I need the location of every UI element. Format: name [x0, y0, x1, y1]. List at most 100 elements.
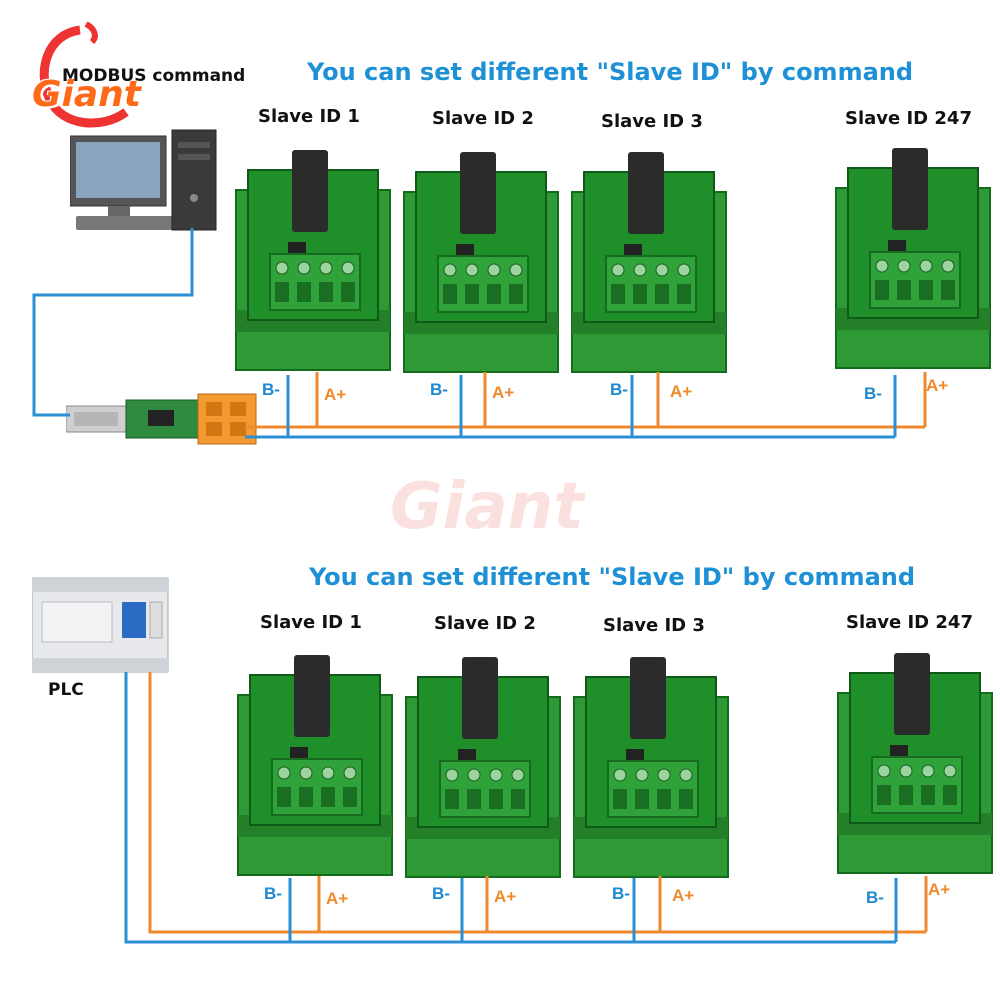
desktop-computer-icon: [70, 128, 220, 238]
terminal-slot: [897, 280, 911, 300]
ic-chip: [458, 749, 476, 763]
terminal-slot: [899, 785, 913, 805]
terminal-screw: [489, 768, 503, 782]
top-a-plus-label: A+: [926, 376, 949, 395]
terminal-screw: [465, 263, 479, 277]
terminal-slot: [445, 789, 459, 809]
terminal-screw: [341, 261, 355, 275]
bottom-slave-id-label: Slave ID 247: [846, 612, 973, 633]
current-sensor-coil: [894, 653, 930, 735]
usb-rs485-adapter-icon: [66, 392, 262, 446]
terminal-slot: [677, 284, 691, 304]
terminal-screw: [899, 764, 913, 778]
terminal-slot: [657, 789, 671, 809]
top-b-minus-label: B-: [864, 384, 882, 403]
terminal-screw: [635, 768, 649, 782]
top-a-plus-label: A+: [670, 382, 693, 401]
top-slave-id-label: Slave ID 3: [601, 111, 703, 132]
terminal-screw: [655, 263, 669, 277]
logo-text: Giant: [32, 74, 142, 115]
bottom-b-minus-label: B-: [264, 884, 282, 903]
terminal-slot: [613, 789, 627, 809]
terminal-slot: [511, 789, 525, 809]
terminal-screw: [679, 768, 693, 782]
current-sensor-coil: [460, 152, 496, 234]
terminal-screw: [875, 259, 889, 273]
terminal-slot: [635, 789, 649, 809]
terminal-screw: [657, 768, 671, 782]
bottom-master-label: PLC: [48, 680, 84, 700]
bottom-slave-id-label: Slave ID 2: [434, 613, 536, 634]
terminal-slot: [487, 284, 501, 304]
bottom-slave-id-label: Slave ID 3: [603, 615, 705, 636]
ic-chip: [288, 242, 306, 256]
brand-logo: Giant: [28, 22, 158, 132]
terminal-screw: [611, 263, 625, 277]
terminal-slot: [489, 789, 503, 809]
terminal-slot: [443, 284, 457, 304]
terminal-screw: [467, 768, 481, 782]
watermark: Giant: [390, 470, 584, 544]
top-slave-id-label: Slave ID 247: [845, 108, 972, 129]
terminal-slot: [509, 284, 523, 304]
terminal-slot: [655, 284, 669, 304]
current-sensor-coil: [628, 152, 664, 234]
terminal-slot: [943, 785, 957, 805]
terminal-screw: [275, 261, 289, 275]
bottom-a-bus-wire: [148, 672, 926, 934]
terminal-slot: [297, 282, 311, 302]
terminal-screw: [897, 259, 911, 273]
top-master-link-wire: [32, 228, 194, 417]
terminal-slot: [679, 789, 693, 809]
terminal-slot: [277, 787, 291, 807]
terminal-screw: [941, 259, 955, 273]
terminal-slot: [941, 280, 955, 300]
bottom-a-plus-label: A+: [326, 889, 349, 908]
terminal-slot: [465, 284, 479, 304]
top-slave-id-label: Slave ID 2: [432, 108, 534, 129]
terminal-slot: [321, 787, 335, 807]
terminal-slot: [919, 280, 933, 300]
bottom-title: You can set different "Slave ID" by comm…: [308, 563, 916, 591]
bottom-b-bus-wire: [124, 672, 896, 944]
terminal-slot: [275, 282, 289, 302]
ic-chip: [456, 244, 474, 258]
bottom-a-plus-label: A+: [494, 887, 517, 906]
terminal-screw: [921, 764, 935, 778]
terminal-slot: [611, 284, 625, 304]
terminal-screw: [321, 766, 335, 780]
terminal-screw: [943, 764, 957, 778]
terminal-slot: [875, 280, 889, 300]
terminal-screw: [877, 764, 891, 778]
terminal-slot: [299, 787, 313, 807]
bottom-b-minus-label: B-: [432, 884, 450, 903]
terminal-screw: [511, 768, 525, 782]
bottom-a-plus-label: A+: [672, 886, 695, 905]
ic-chip: [890, 745, 908, 759]
ic-chip: [290, 747, 308, 761]
current-sensor-coil: [892, 148, 928, 230]
terminal-screw: [277, 766, 291, 780]
plc-icon: [32, 572, 172, 676]
top-b-minus-label: B-: [430, 380, 448, 399]
terminal-screw: [299, 766, 313, 780]
terminal-screw: [677, 263, 691, 277]
top-title: You can set different "Slave ID" by comm…: [306, 58, 914, 86]
terminal-slot: [343, 787, 357, 807]
terminal-screw: [633, 263, 647, 277]
terminal-slot: [467, 789, 481, 809]
terminal-slot: [319, 282, 333, 302]
terminal-slot: [341, 282, 355, 302]
top-slave-id-label: Slave ID 1: [258, 106, 360, 127]
top-b-minus-label: B-: [610, 380, 628, 399]
top-master-label: MODBUS command: [62, 66, 246, 86]
terminal-screw: [487, 263, 501, 277]
terminal-screw: [613, 768, 627, 782]
bottom-a-plus-label: A+: [928, 880, 951, 899]
bottom-slave-id-label: Slave ID 1: [260, 612, 362, 633]
top-a-plus-label: A+: [492, 383, 515, 402]
top-a-plus-label: A+: [324, 385, 347, 404]
terminal-slot: [633, 284, 647, 304]
terminal-screw: [319, 261, 333, 275]
terminal-screw: [509, 263, 523, 277]
